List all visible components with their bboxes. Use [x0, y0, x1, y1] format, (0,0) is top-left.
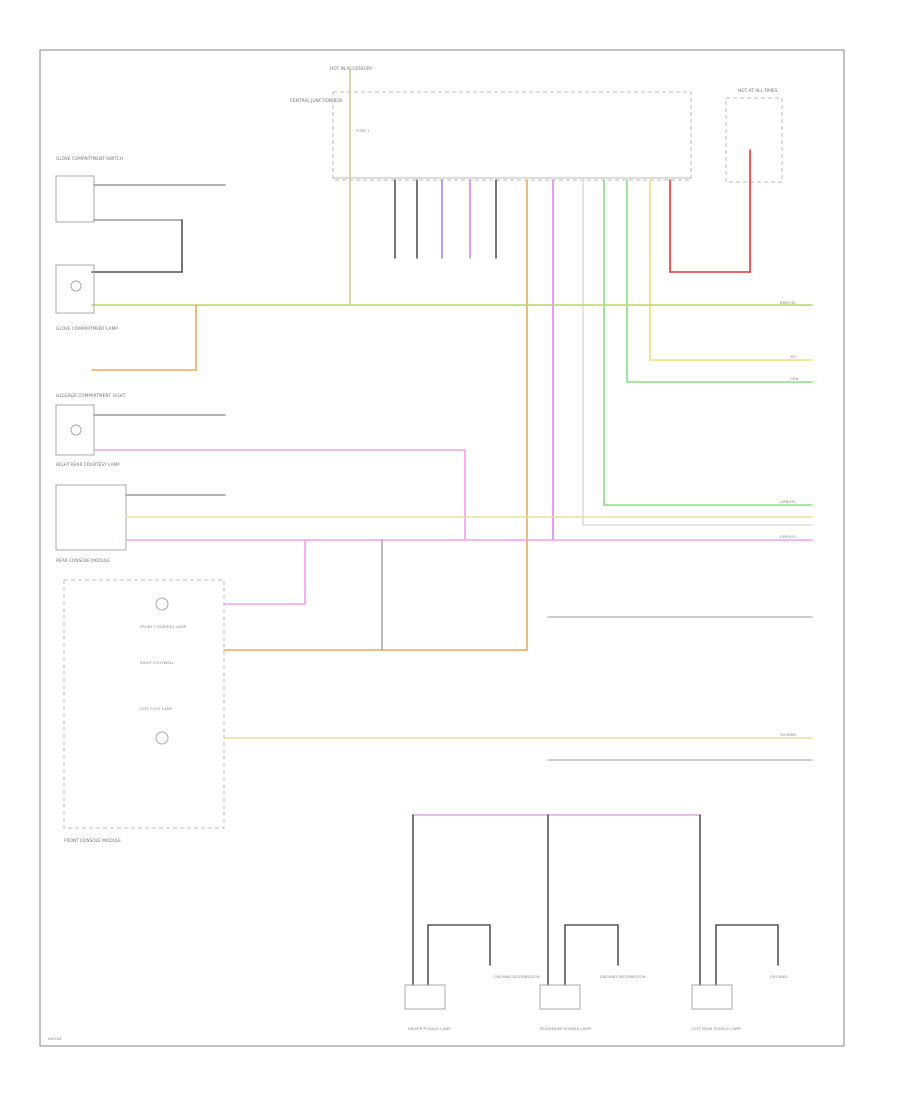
label-driver-door: DRIVER PUDDLE LAMP	[408, 1026, 451, 1031]
battery-junction-box	[725, 97, 783, 183]
wire-code-yellow: YEL	[790, 354, 798, 359]
driver-puddle-lamp	[404, 984, 446, 1010]
passenger-puddle-lamp	[539, 984, 581, 1010]
label-passenger-door: PASSENGER PUDDLE LAMP	[540, 1026, 592, 1031]
glove-lamp-box	[55, 264, 95, 314]
label-hot-accessory: HOT IN ACCESSORY	[330, 66, 373, 72]
junction-drops	[349, 69, 751, 651]
label-fuse-1: FUSE 1	[356, 128, 370, 133]
label-hot-all-times: HOT AT ALL TIMES	[738, 88, 778, 94]
wire-code-green: GRN	[790, 376, 799, 381]
right-horizontal-wires	[582, 359, 813, 526]
wire-code-vb: VIO/BRN	[780, 732, 796, 737]
left-rear-puddle-lamp	[691, 984, 733, 1010]
label-front-console: FRONT CONSOLE MODULE	[64, 838, 121, 844]
label-ground-1: GROUND DISTRIBUTION	[494, 974, 540, 979]
luggage-lamp-icon	[70, 424, 82, 436]
front-courtesy-lamp-icon	[155, 597, 169, 611]
central-junction-box	[332, 91, 692, 181]
rear-console-box	[55, 484, 127, 551]
label-right-foot: RIGHT FOOTWELL	[140, 660, 175, 665]
label-front-courtesy: FRONT COURTESY LAMP	[140, 624, 187, 629]
diagram-frame	[39, 49, 845, 1047]
label-right-rear-door: RIGHT REAR COURTESY LAMP	[56, 462, 120, 468]
label-left-foot: LEFT FOOT LAMP	[140, 706, 173, 711]
label-central-junction: CENTRAL JUNCTION BOX	[290, 98, 343, 104]
label-luggage-lamp: LUGGAGE COMPARTMENT LIGHT	[56, 393, 126, 399]
wire-code-gy: GRN/YEL	[780, 499, 797, 504]
left-foot-lamp-icon	[155, 731, 169, 745]
label-ground-2: GROUND DISTRIBUTION	[600, 974, 646, 979]
glove-lamp-icon	[70, 280, 82, 292]
label-glove-lamp: GLOVE COMPARTMENT LAMP	[56, 326, 118, 332]
label-ground-3: GROUND	[770, 974, 787, 979]
wire-code-main: BRN/YEL	[780, 300, 797, 305]
label-rear-console: REAR CONSOLE MODULE	[56, 558, 110, 564]
footer-code: W0304	[48, 1036, 62, 1041]
label-glove-switch: GLOVE COMPARTMENT SWITCH	[56, 156, 123, 162]
front-console-box	[63, 579, 225, 829]
puddle-drops	[412, 814, 779, 986]
wire-code-gv: GRY/VIO	[780, 534, 796, 539]
label-left-rear-door: LEFT REAR PUDDLE LAMP	[692, 1026, 741, 1031]
luggage-lamp-box	[55, 404, 95, 456]
glove-switch-box	[55, 175, 95, 223]
